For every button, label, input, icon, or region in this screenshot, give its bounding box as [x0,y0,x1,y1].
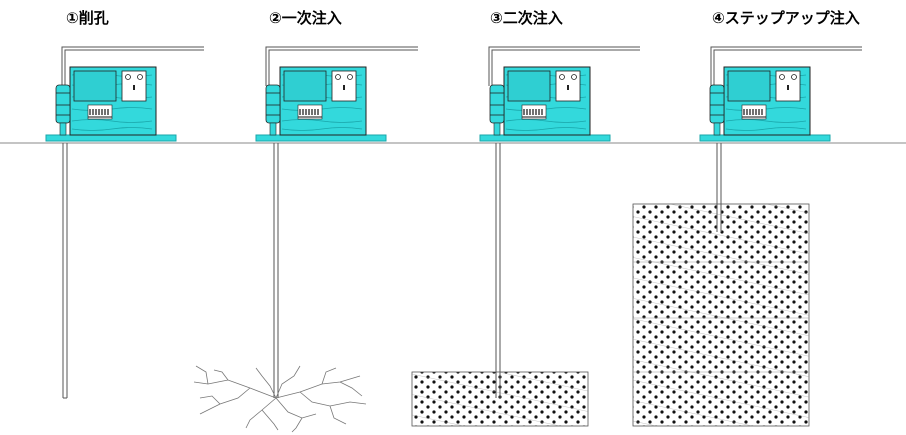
grout-pump-machine-3 [479,66,611,142]
step-title-secondary-injection: ③二次注入 [490,9,563,27]
injection-pipes [62,143,722,399]
crack-pattern [193,365,367,433]
grout-zone-stepup [632,203,810,427]
step-title-drilling: ①削孔 [66,9,109,27]
step-title-stepup-injection: ④ステップアップ注入 [712,9,860,27]
grout-pump-machine-4 [699,66,831,142]
step-title-primary-injection: ②一次注入 [269,9,342,27]
hoses [61,46,862,86]
grout-pump-machine-2 [255,66,387,142]
